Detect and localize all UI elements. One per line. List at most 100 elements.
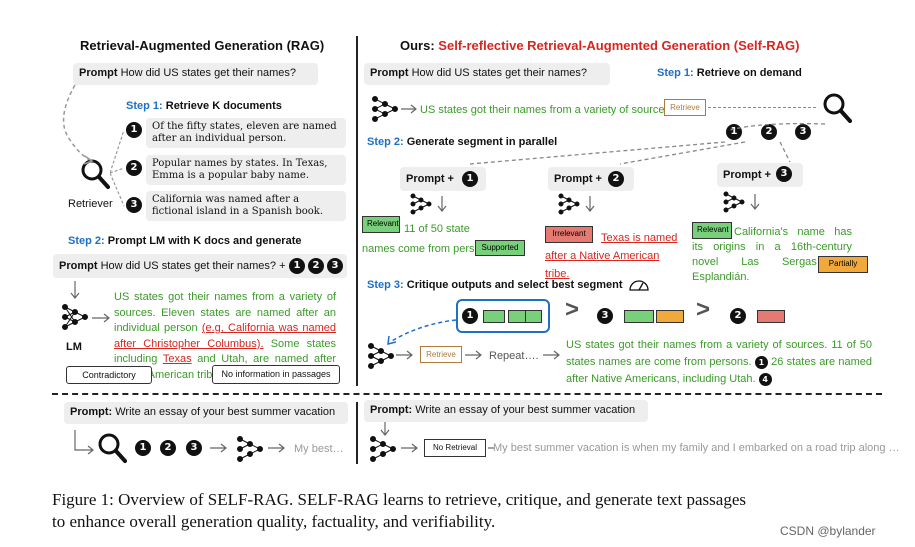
right-step3-text: Critique outputs and select best segment [406, 279, 623, 291]
doc-number-3: 3 [126, 197, 142, 213]
title-abbr: Self-RAG [738, 38, 796, 53]
step2-text: Prompt LM with K docs and generate [107, 235, 302, 247]
title-main: Self-reflective Retrieval-Augmented Gene… [438, 38, 739, 53]
down-arrow [380, 422, 390, 436]
bottom-num-2: 2 [160, 440, 176, 456]
doc-1: Of the fifty states, eleven are named af… [146, 118, 346, 148]
title-end: ) [795, 38, 800, 53]
right-prompt-box: Prompt How did US states get their names… [364, 63, 610, 85]
repeat-text: Repeat…. [489, 350, 539, 362]
right-arrow [92, 313, 110, 323]
rank-num-3: 3 [597, 308, 613, 324]
seg3-text: California's name has its origins in a 1… [692, 226, 852, 283]
retriever-label: Retriever [68, 198, 113, 210]
prompt2-text: How did US states get their names? + [100, 260, 286, 272]
neural-network-icon [62, 304, 88, 330]
left-step2: Step 2: Prompt LM with K docs and genera… [68, 234, 302, 248]
right-bottom-output: My best summer vacation is when my famil… [493, 442, 900, 454]
doc-2: Popular names by states. In Texas, Emma … [146, 155, 346, 185]
right-step1-label: Step 1: [657, 67, 694, 79]
dashed-fan-arrows [469, 122, 826, 165]
vertical-divider-top [356, 36, 358, 386]
right-arrow [268, 443, 285, 453]
prompt-plus-3: Prompt + [717, 163, 803, 187]
neural-network-icon [237, 436, 263, 462]
right-step3-label: Step 3: [367, 279, 404, 291]
left-bottom-output: My best… [294, 443, 344, 455]
gen-error-1: (e.g, California was named after Christo… [114, 322, 337, 350]
doc-number-3b: 3 [327, 258, 343, 274]
final-num-4: 4 [758, 373, 772, 386]
greater-than-2: > [696, 296, 711, 323]
right-bottom-prompt-text: Write an essay of your best summer vacat… [415, 404, 636, 416]
doc-number-1b: 1 [289, 258, 305, 274]
lm-label: LM [66, 341, 82, 353]
right-arrow [543, 350, 560, 360]
magnifier-icon [98, 433, 127, 463]
supported-tag: Supported [475, 240, 525, 256]
retrieve-dash [708, 107, 816, 108]
blue-dashed-arrow [387, 319, 457, 345]
retrieve-tag: Retrieve [664, 99, 706, 116]
right-step1-text: Retrieve on demand [696, 67, 802, 79]
rank-num-1: 1 [462, 308, 478, 324]
step2-label: Step 2: [68, 235, 105, 247]
horizontal-divider [52, 393, 882, 395]
doc-number-2c: 2 [761, 124, 777, 140]
relevant-tag-3: Relevant [692, 222, 732, 239]
doc-3: California was named after a fictional i… [146, 191, 346, 221]
final-text-1: US states got their names from a variety… [566, 339, 872, 368]
final-output: US states got their names from a variety… [566, 337, 872, 388]
right-prompt-text: How did US states get their names? [411, 67, 588, 79]
right-prompt-label: Prompt [370, 67, 409, 79]
right-arrow [210, 443, 227, 453]
watermark: CSDN @bylander [780, 524, 876, 538]
right-title: Ours: Self-reflective Retrieval-Augmente… [400, 38, 800, 53]
doc-number-3c: 3 [795, 124, 811, 140]
left-step1: Step 1: Retrieve K documents [126, 99, 282, 113]
seg1-text: 11 of 50 state names come from persons. [362, 223, 496, 255]
prompt-text: How did US states get their names? [120, 67, 297, 79]
no-retrieval-tag: No Retrieval [424, 439, 486, 457]
doc-connector-lines [110, 129, 125, 207]
seg-num-3: 3 [776, 166, 792, 182]
right-step2: Step 2: Generate segment in parallel [367, 135, 557, 149]
relevant-tag-1: Relevant [362, 216, 400, 233]
final-text-2: 26 states are named after Native America… [566, 356, 872, 385]
right-bottom-prompt: Prompt: Write an essay of your best summ… [364, 400, 648, 422]
first-output: US states got their names from a variety… [420, 104, 674, 116]
right-arrow [401, 104, 417, 114]
gauge-icon [629, 280, 649, 291]
right-step1: Step 1: Retrieve on demand [657, 66, 802, 80]
left-bottom-prompt-label: Prompt: [70, 406, 113, 418]
right-step2-label: Step 2: [367, 136, 404, 148]
caption-line-1: Figure 1: Overview of SELF-RAG. SELF-RAG… [52, 490, 746, 509]
neural-network-icon [723, 191, 760, 213]
gen-error-2: Texas [162, 353, 192, 365]
right-arrow [401, 443, 418, 453]
down-arrow [70, 281, 80, 299]
dashed-arrow [62, 84, 94, 165]
doc-number-2b: 2 [308, 258, 324, 274]
left-title: Retrieval-Augmented Generation (RAG) [80, 38, 325, 53]
neural-network-icon [410, 193, 447, 215]
no-info-tag: No information in passages [212, 365, 340, 384]
seg-num-1: 1 [462, 171, 478, 187]
neural-network-icon [558, 193, 595, 215]
right-arrow [396, 350, 413, 360]
doc-number-2: 2 [126, 160, 142, 176]
title-prefix: Ours: [400, 38, 439, 53]
rank1-green-c [525, 310, 542, 323]
seg-num-2: 2 [608, 171, 624, 187]
final-num-1: 1 [754, 356, 768, 369]
neural-network-icon [372, 96, 398, 122]
down-arrow [74, 430, 94, 455]
retrieve-tag-2: Retrieve [420, 346, 462, 363]
neural-network-icon [370, 436, 396, 462]
gen-text-1: US states got their names from a variety… [114, 291, 336, 334]
right-step3: Step 3: Critique outputs and select best… [367, 278, 623, 292]
rank1-green-a [483, 310, 505, 323]
seg2-text: Texas is named after a Native American t… [545, 232, 678, 280]
rank-num-2: 2 [730, 308, 746, 324]
prompt2-label: Prompt [59, 260, 98, 272]
